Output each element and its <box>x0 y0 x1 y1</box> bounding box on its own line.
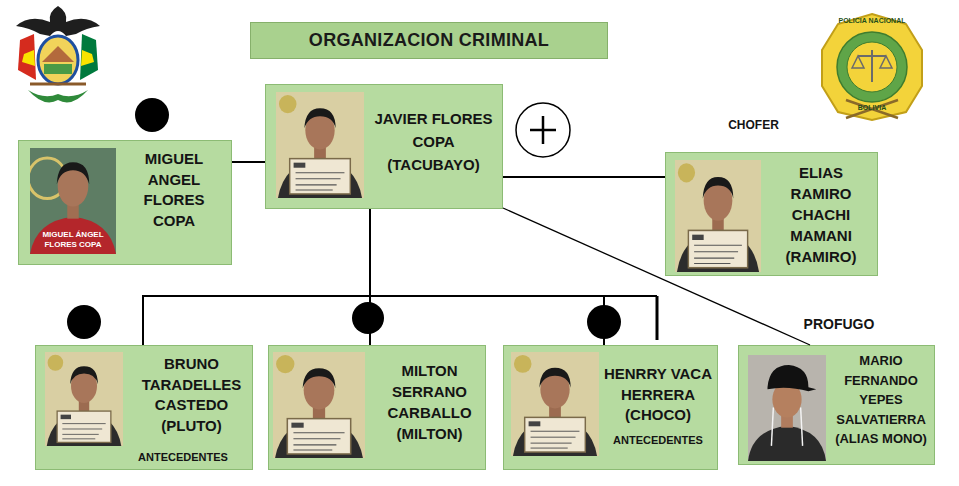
connector-line <box>370 209 604 345</box>
badge-text: POLICIA NACIONAL <box>828 16 916 25</box>
person-box: MILTON SERRANO CARBALLO (MILTON) <box>268 345 486 470</box>
condor <box>16 6 100 36</box>
record-note: ANTECEDENTES <box>118 450 248 464</box>
leader-cross-mark <box>516 103 570 157</box>
member-dot <box>587 305 621 339</box>
person-name: MIGUEL ANGEL FLORES COPA <box>129 149 219 231</box>
member-dot <box>135 98 169 132</box>
cross-line <box>530 129 556 132</box>
flag <box>81 50 94 66</box>
scales-symbol <box>871 50 873 82</box>
role-label: CHOFER <box>706 118 801 133</box>
chart-title: ORGANIZACION CRIMINAL <box>309 30 549 51</box>
scales-symbol <box>852 56 864 68</box>
coat-of-arms <box>16 6 100 102</box>
member-dot <box>67 305 101 339</box>
crossed-rifles <box>30 83 86 86</box>
cross-line <box>542 116 545 144</box>
person-name: BRUNO TARADELLES CASTEDO (PLUTO) <box>134 354 249 436</box>
member-dot <box>352 302 384 334</box>
flag <box>18 34 36 80</box>
flag <box>80 34 98 80</box>
shield <box>38 36 78 84</box>
person-box: HENRRY VACA HERRERA (CHOCO) ANTECEDENTES <box>503 345 718 470</box>
laurel <box>28 90 88 102</box>
tick-line <box>656 296 659 340</box>
police-badge <box>822 14 922 120</box>
person-box: BRUNO TARADELLES CASTEDO (PLUTO) ANTECEDE… <box>35 345 253 470</box>
flag <box>22 50 35 66</box>
person-name: JAVIER FLORES COPA (TACUBAYO) <box>366 107 501 176</box>
title-banner: ORGANIZACION CRIMINAL <box>250 22 608 59</box>
badge-body <box>822 14 922 120</box>
person-name: MARIO FERNANDO YEPES SALVATIERRA (ALIAS … <box>826 351 936 449</box>
person-name: ELIAS RAMIRO CHACHI MAMANI (RAMIRO) <box>771 162 871 267</box>
badge-ring <box>837 32 907 102</box>
person-box: JAVIER FLORES COPA (TACUBAYO) <box>265 84 503 209</box>
crossed-rifles <box>846 100 898 118</box>
person-box: PROFUGOMARIO FERNANDO YEPES SALVATIERRA … <box>738 345 935 465</box>
connector-line <box>232 161 265 163</box>
scales-symbol <box>880 56 892 68</box>
person-name: MILTON SERRANO CARBALLO (MILTON) <box>377 360 482 444</box>
status-label: PROFUGO <box>784 316 894 333</box>
person-name: HENRRY VACA HERRERA (CHOCO) <box>597 364 719 426</box>
photo-caption: MIGUEL ÁNGEL FLORES COPA <box>30 230 116 250</box>
shield-field <box>44 64 72 74</box>
connector-line <box>369 209 371 345</box>
person-box: CHOFERELIAS RAMIRO CHACHI MAMANI (RAMIRO… <box>665 152 878 276</box>
bus-line <box>370 295 657 297</box>
badge-center <box>847 42 897 92</box>
record-note: ANTECEDENTES <box>597 433 719 447</box>
scales-symbol <box>858 55 886 57</box>
badge-text: BOLIVIA <box>846 103 898 112</box>
shield-mountain <box>42 46 74 62</box>
connector-line <box>503 176 665 178</box>
